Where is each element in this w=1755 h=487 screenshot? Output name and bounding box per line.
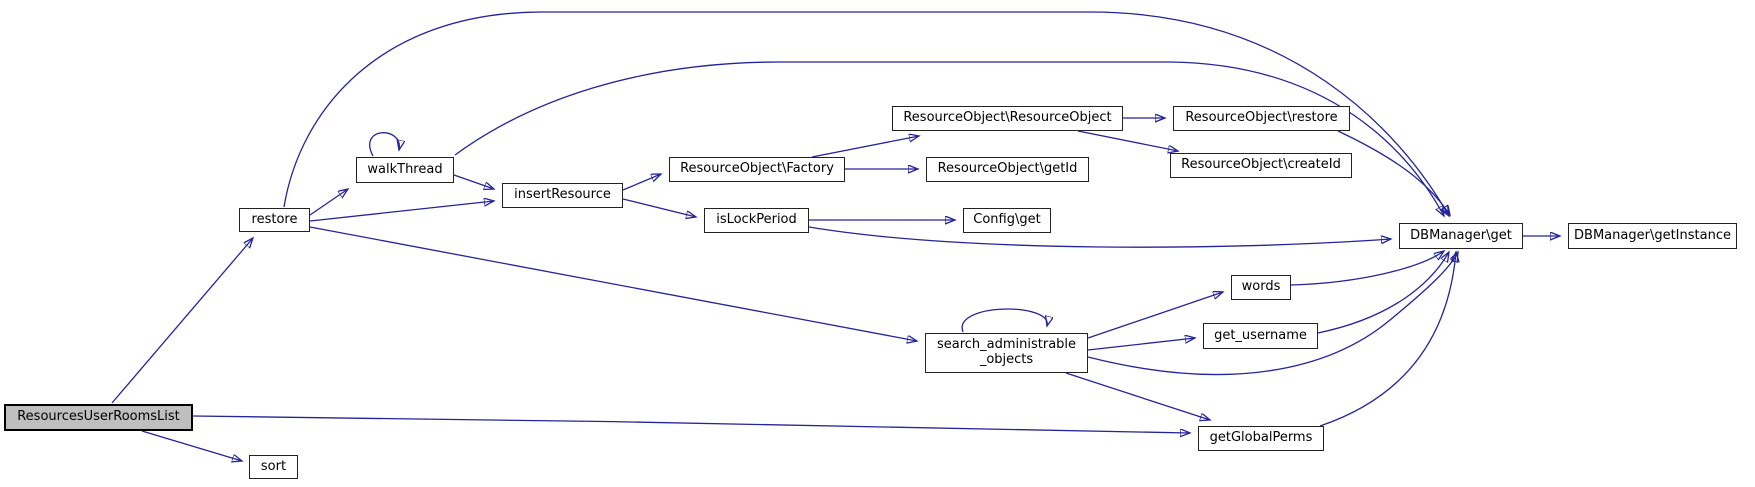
node-dbmanager-get[interactable]: DBManager\get <box>1399 223 1523 249</box>
edge-resourceobject-createid <box>1077 130 1178 151</box>
edge-insertresource-factory <box>622 174 661 191</box>
node-search-administrable-objects[interactable]: search_administrable _objects <box>925 333 1088 373</box>
node-label: ResourceObject\Factory <box>680 161 834 177</box>
edge-resourcesuserroomslist-sort <box>141 430 242 461</box>
node-label: ResourceObject\getId <box>937 161 1078 177</box>
node-words[interactable]: words <box>1231 275 1291 300</box>
edge-searchadministrableobjects-selfloop <box>961 308 1047 333</box>
node-label: Config\get <box>973 212 1041 228</box>
node-label: ResourceObject\ResourceObject <box>903 110 1112 126</box>
node-label: walkThread <box>367 161 443 177</box>
node-label: ResourcesUserRoomsList <box>17 409 180 425</box>
edge-walkthread-dbmanagerget <box>454 61 1444 216</box>
node-walk-thread[interactable]: walkThread <box>356 157 454 183</box>
node-label: sort <box>260 458 287 474</box>
node-label: DBManager\getInstance <box>1574 227 1731 243</box>
node-get-global-perms[interactable]: getGlobalPerms <box>1198 426 1324 451</box>
edge-islockperiod-dbmanagerget <box>808 226 1391 248</box>
node-label: words <box>1241 279 1281 295</box>
node-label: restore <box>251 211 298 227</box>
edge-walkthread-selfloop <box>369 132 400 157</box>
edge-walkthread-insertresource <box>453 174 494 189</box>
node-restore[interactable]: restore <box>239 208 310 232</box>
node-resourceobject-restore[interactable]: ResourceObject\restore <box>1173 106 1350 131</box>
node-label: isLockPeriod <box>716 212 797 228</box>
edge-getusername-dbmanagerget <box>1317 252 1449 334</box>
node-label: insertResource <box>514 187 611 203</box>
edge-resourcesuserroomslist-restore <box>111 238 253 404</box>
edge-restore-insertresource <box>309 201 494 222</box>
edge-insertresource-islockperiod <box>622 198 696 217</box>
edge-restore-dbmanagerget <box>283 11 1449 216</box>
edge-resourceobjectrestore-dbmanagerget <box>1337 130 1450 215</box>
node-is-lock-period[interactable]: isLockPeriod <box>704 208 809 233</box>
edge-resourcesuserroomslist-getglobalperms <box>192 415 1190 433</box>
node-config-get[interactable]: Config\get <box>963 208 1051 233</box>
edge-factory-resourceobject <box>811 136 919 158</box>
edge-words-dbmanagerget <box>1290 251 1444 286</box>
node-resourceobject-resourceobject[interactable]: ResourceObject\ResourceObject <box>892 106 1123 131</box>
node-label: DBManager\get <box>1410 227 1512 243</box>
edge-getglobalperms-dbmanagerget <box>1319 252 1456 427</box>
edge-restore-walkthread <box>309 189 348 216</box>
edge-searchadministrableobjects-getglobalperms <box>1065 372 1210 420</box>
node-dbmanager-getinstance[interactable]: DBManager\getInstance <box>1568 223 1737 249</box>
node-label: ResourceObject\createId <box>1181 157 1341 173</box>
node-resourceobject-getid[interactable]: ResourceObject\getId <box>926 157 1089 182</box>
node-insert-resource[interactable]: insertResource <box>502 183 623 208</box>
edge-searchadministrableobjects-getusername <box>1087 338 1195 351</box>
node-label: getGlobalPerms <box>1209 430 1313 446</box>
edge-restore-searchadministrableobjects <box>309 226 917 341</box>
node-resources-user-rooms-list: ResourcesUserRoomsList <box>4 404 193 431</box>
edge-searchadministrableobjects-words <box>1087 292 1223 339</box>
edge-searchadministrableobjects-dbmanagerget <box>1087 252 1458 376</box>
node-get-username[interactable]: get_username <box>1203 323 1318 349</box>
node-label: ResourceObject\restore <box>1185 110 1338 126</box>
node-label: search_administrable _objects <box>936 337 1077 367</box>
node-resourceobject-createid[interactable]: ResourceObject\createId <box>1170 153 1352 178</box>
node-resourceobject-factory[interactable]: ResourceObject\Factory <box>669 157 845 182</box>
node-label: get_username <box>1214 327 1307 343</box>
node-sort[interactable]: sort <box>249 455 298 479</box>
